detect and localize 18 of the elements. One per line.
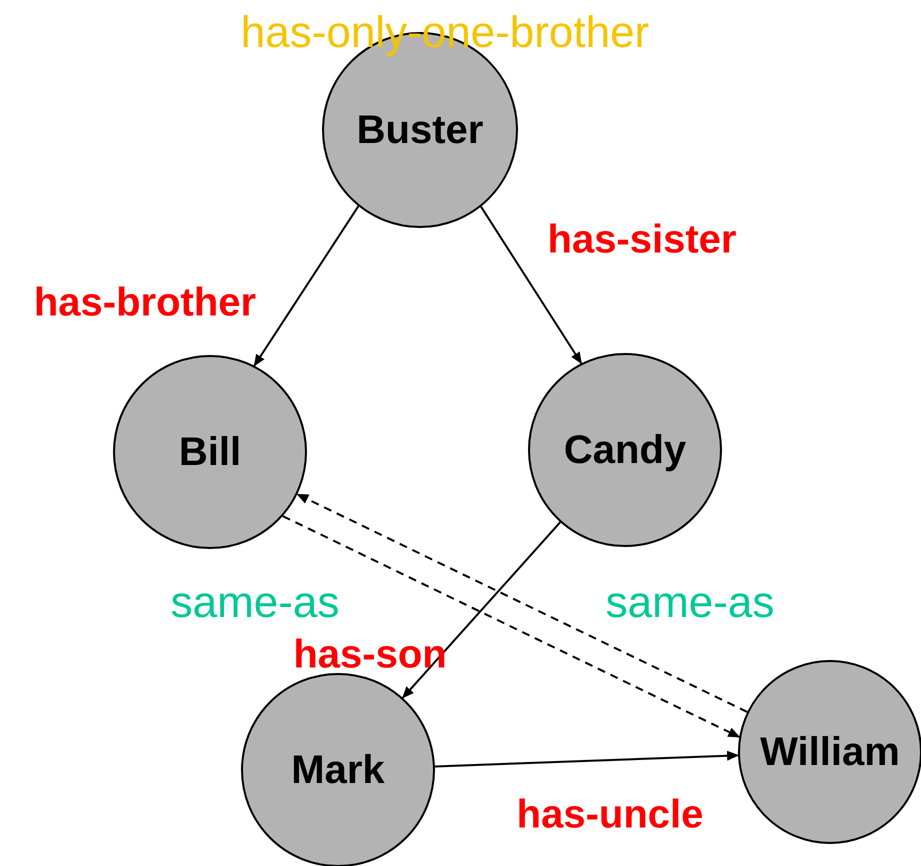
- edge-label: has-brother: [34, 280, 256, 326]
- node-label: Mark: [291, 748, 385, 792]
- node-label: Candy: [564, 428, 686, 472]
- note-label: has-only-one-brother: [240, 8, 650, 58]
- arrow: [402, 522, 561, 699]
- edge-label: has-uncle: [516, 792, 704, 838]
- arrow: [480, 206, 582, 364]
- edge-label: has-sister: [548, 218, 736, 262]
- node-label: William: [760, 730, 900, 774]
- node-label: Buster: [356, 108, 484, 152]
- edge-label: same-as: [170, 578, 340, 628]
- arrow: [254, 206, 360, 367]
- edge-label: same-as: [606, 578, 774, 628]
- arrow: [434, 750, 740, 768]
- node-label: Bill: [178, 430, 242, 474]
- edge-label: has-son: [293, 632, 447, 678]
- arrow: [296, 493, 748, 713]
- arrow: [282, 515, 740, 738]
